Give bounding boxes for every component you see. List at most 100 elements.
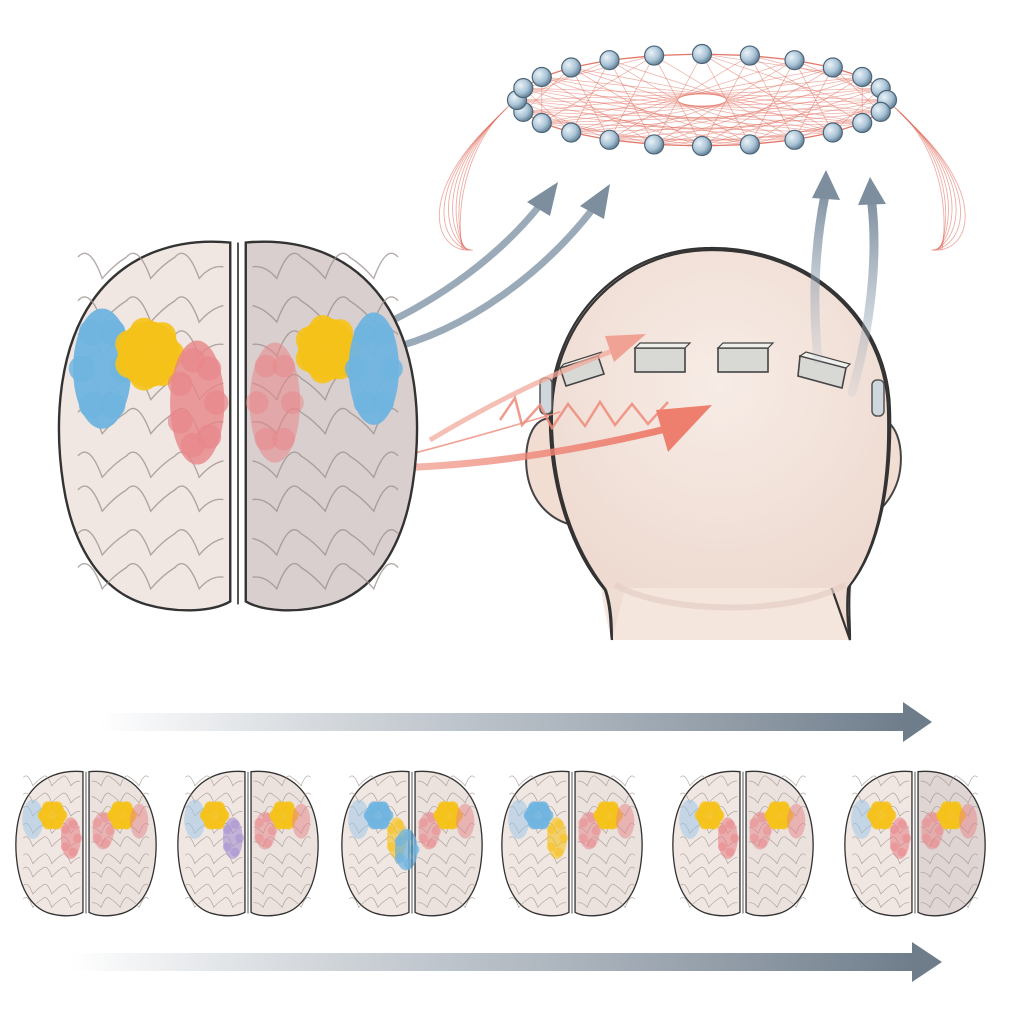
network-edge	[749, 55, 863, 124]
timeline-brain-3	[341, 770, 483, 917]
brain-gyrus	[77, 451, 224, 479]
region-right-main-lobe	[120, 817, 133, 830]
network-edge	[523, 67, 572, 113]
network-node	[531, 66, 552, 88]
timeline-brain-1	[15, 770, 157, 917]
region-right-secondary-lobe	[762, 825, 773, 836]
region-left-main-lobe	[377, 801, 389, 813]
brain-gyrus	[252, 252, 399, 280]
brain-gyrus	[185, 853, 243, 865]
region-right-main-lobe	[111, 801, 124, 813]
arrow-head-to-network-2-tip	[858, 177, 886, 205]
network-nodes	[506, 43, 898, 157]
electrode-4	[797, 351, 852, 389]
region-right-main-lobe	[606, 801, 619, 813]
region-left-secondary-lobe	[386, 842, 396, 852]
region-left-secondary-lobe	[68, 819, 78, 829]
region-left-main-lobe	[42, 801, 54, 813]
brain-gyrus	[680, 853, 738, 865]
region-right-secondary-lobe	[254, 833, 264, 844]
network-edge	[701, 53, 881, 113]
network-edge	[541, 76, 751, 145]
network-node	[822, 57, 843, 78]
timeline-brain-4	[501, 770, 643, 917]
region-yellow-left-lobe	[115, 350, 144, 379]
brain-gyrus	[417, 866, 475, 878]
region-right-secondary-lobe	[100, 838, 111, 849]
region-right-outer	[292, 803, 311, 839]
region-left-secondary-lobe	[73, 833, 83, 843]
region-left-secondary-lobe	[546, 825, 556, 835]
region-yellow-right-lobe	[295, 345, 322, 372]
network-edge	[516, 99, 610, 141]
network-node	[852, 112, 873, 134]
network-arc-right	[897, 110, 949, 251]
brain-gyrus	[577, 775, 635, 787]
region-red-left-lobe	[196, 356, 222, 381]
brain-gyrus	[920, 775, 978, 787]
network-edge	[571, 67, 795, 141]
region-red-right-lobe	[254, 354, 278, 378]
region-left-secondary-lobe	[725, 819, 735, 829]
region-left-main-lobe	[708, 817, 720, 830]
region-right-main-lobe	[437, 801, 450, 813]
region-left-main-lobe	[213, 801, 225, 813]
brain-gyrus	[185, 897, 243, 909]
region-left-main-lobe	[880, 801, 892, 813]
network-node	[644, 134, 665, 155]
network-edge	[541, 55, 655, 124]
network-node	[644, 45, 665, 66]
region-blue-left-lobe	[78, 319, 106, 346]
region-red-left-lobe	[180, 432, 206, 458]
region-red-right-lobe	[272, 427, 296, 451]
network-edge	[653, 55, 795, 141]
region-blue-left-lobe	[68, 355, 95, 382]
timeline-brain-5	[672, 770, 814, 917]
brain-gyrus	[253, 883, 311, 895]
brain-gyrus	[23, 853, 81, 865]
region-right-secondary-lobe	[929, 838, 940, 849]
region-right-main-lobe	[940, 801, 953, 813]
region-right-secondary-lobe	[921, 833, 931, 844]
head-neck-outline-right	[846, 587, 851, 641]
brain-gyrus	[509, 897, 567, 909]
brain-gyrus	[852, 775, 910, 787]
brain-gyrus	[253, 853, 311, 865]
region-right-secondary	[92, 811, 114, 850]
network-edge	[523, 87, 572, 133]
region-left-secondary-lobe	[717, 825, 727, 835]
region-blue-right-lobe	[353, 391, 377, 415]
brain-gyrus	[748, 866, 806, 878]
brain-gyri	[680, 775, 806, 909]
network-edge	[571, 99, 888, 133]
region-left-secondary-lobe	[889, 825, 899, 835]
time-arrow-top	[100, 702, 932, 742]
stim-arrow-upper	[428, 345, 621, 443]
network-arc-left	[458, 107, 508, 251]
region-right-secondary-lobe	[267, 825, 278, 836]
region-right-main-lobe	[446, 817, 459, 830]
network-edge	[609, 59, 833, 133]
network-node	[852, 66, 873, 88]
region-left-secondary-lobe	[559, 833, 569, 843]
region-left-outer	[348, 799, 370, 839]
brain-gyrus	[91, 897, 149, 909]
head-neck-outline-left	[605, 589, 613, 641]
brain-gyrus	[349, 897, 407, 909]
network-edge	[523, 87, 795, 141]
electrode-3	[716, 342, 775, 373]
brain-regions	[508, 799, 635, 860]
main-brain	[57, 240, 419, 612]
region-red-left-lobe	[204, 390, 229, 415]
brain-gyrus	[509, 853, 567, 865]
brain-gyrus	[509, 883, 567, 895]
region-left-main-lobe	[51, 817, 63, 830]
stim-arrow-upper-tip	[605, 334, 646, 362]
network-edge	[516, 99, 750, 145]
region-yellow-right-lobe	[326, 319, 354, 346]
network-node	[822, 122, 843, 143]
network-edge	[653, 55, 703, 147]
brain-gyrus	[680, 775, 738, 787]
region-left-main-lobe	[699, 801, 711, 813]
region-left-secondary-lobe	[725, 847, 735, 857]
